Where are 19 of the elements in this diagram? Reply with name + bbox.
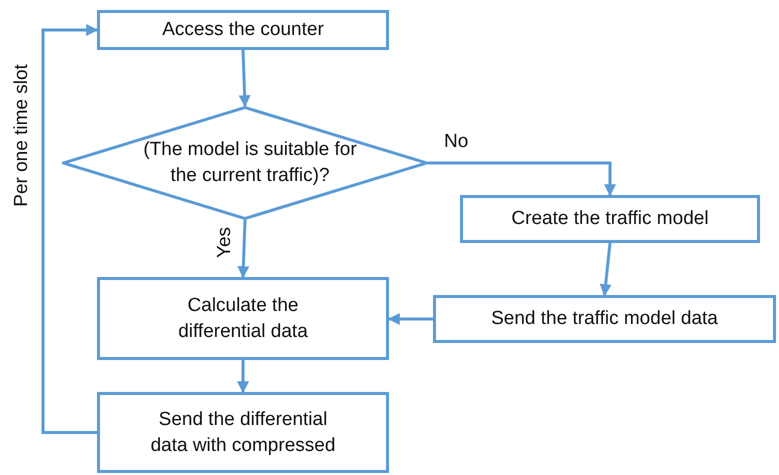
process-box (97, 277, 389, 360)
node-text: Send the traffic model data (491, 307, 718, 332)
node-text: Send the differential data with compressed (150, 408, 336, 458)
decision-diamond (62, 106, 428, 220)
arrow (388, 313, 433, 325)
arrow (238, 50, 251, 108)
process-box (97, 392, 389, 473)
process-box (460, 195, 760, 243)
arrow (237, 360, 249, 394)
node-text: Calculate the differential data (177, 294, 309, 344)
arrow (428, 162, 616, 196)
arrow (237, 220, 250, 278)
node-text: Create the traffic model (511, 207, 709, 232)
arrow (42, 24, 98, 434)
process-box (433, 295, 776, 343)
node-text: Access the counter (162, 18, 324, 42)
arrow (600, 242, 612, 296)
process-box (97, 10, 389, 50)
node-text: (The model is suitable for the current traffic)? (142, 138, 358, 188)
